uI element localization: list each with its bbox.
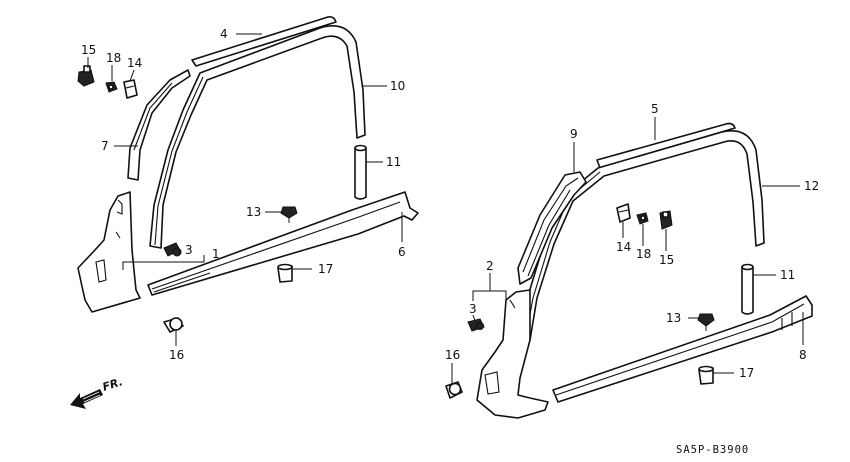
callout-3-left: 3 bbox=[185, 243, 193, 257]
part-17-cap-right bbox=[698, 365, 714, 385]
callout-8: 8 bbox=[799, 348, 807, 362]
callout-7: 7 bbox=[101, 139, 109, 153]
part-13-grommet-right bbox=[697, 313, 715, 331]
callout-labels: 1 2 3 3 4 5 6 7 8 9 10 11 11 12 13 13 14… bbox=[81, 27, 819, 380]
part-1-kick-panel bbox=[77, 191, 141, 313]
callout-15-right: 15 bbox=[659, 253, 674, 267]
leader-lines bbox=[87, 33, 804, 384]
callout-3-right: 3 bbox=[469, 302, 477, 316]
part-16-push-clip-right bbox=[445, 381, 463, 399]
part-3-clip-right bbox=[467, 318, 485, 332]
callout-5: 5 bbox=[651, 102, 659, 116]
callout-13-right: 13 bbox=[666, 311, 681, 325]
part-2-lower-pillar-trim bbox=[476, 289, 549, 419]
front-direction-arrow-icon: FR. bbox=[70, 375, 124, 409]
callout-11-left: 11 bbox=[386, 155, 401, 169]
callout-1: 1 bbox=[212, 247, 220, 261]
part-7-front-pillar-garnish bbox=[127, 69, 191, 181]
part-10-door-opening-seal bbox=[149, 25, 366, 249]
part-15-fastener-left bbox=[77, 65, 95, 87]
part-6-side-sill-strip bbox=[147, 191, 419, 296]
diagram-code: SA5P-B3900 bbox=[676, 444, 749, 456]
part-11-seal-end-left bbox=[354, 144, 367, 200]
part-18-fastener-left bbox=[105, 81, 118, 93]
callout-18-right: 18 bbox=[636, 247, 651, 261]
part-3-clip-left bbox=[163, 242, 182, 257]
callout-6: 6 bbox=[398, 245, 406, 259]
callout-13-left: 13 bbox=[246, 205, 261, 219]
part-17-cap-left bbox=[277, 263, 293, 283]
callout-11-right: 11 bbox=[780, 268, 795, 282]
part-14-fastener-right bbox=[616, 203, 631, 223]
callout-16-right: 16 bbox=[445, 348, 460, 362]
part-8-side-sill-strip bbox=[552, 295, 813, 403]
part-18-fastener-right bbox=[636, 212, 649, 225]
callout-9: 9 bbox=[570, 127, 578, 141]
callout-10: 10 bbox=[390, 79, 405, 93]
part-4-roof-molding bbox=[191, 16, 337, 67]
callout-18-left: 18 bbox=[106, 51, 121, 65]
callout-16-left: 16 bbox=[169, 348, 184, 362]
callout-4: 4 bbox=[220, 27, 228, 41]
callout-17-left: 17 bbox=[318, 262, 333, 276]
callout-12: 12 bbox=[804, 179, 819, 193]
callout-17-right: 17 bbox=[739, 366, 754, 380]
callout-2: 2 bbox=[486, 259, 494, 273]
part-14-fastener-left bbox=[123, 79, 138, 99]
part-15-fastener-right bbox=[659, 210, 673, 230]
part-11-seal-end-right bbox=[741, 263, 754, 315]
direction-label: FR. bbox=[101, 375, 124, 394]
callout-15-left: 15 bbox=[81, 43, 96, 57]
callout-14-left: 14 bbox=[127, 56, 142, 70]
part-9-center-pillar-garnish bbox=[517, 171, 587, 285]
part-5-roof-molding bbox=[596, 122, 736, 169]
part-13-grommet-left bbox=[280, 206, 298, 223]
part-16-push-clip-left bbox=[163, 317, 184, 333]
callout-14-right: 14 bbox=[616, 240, 631, 254]
